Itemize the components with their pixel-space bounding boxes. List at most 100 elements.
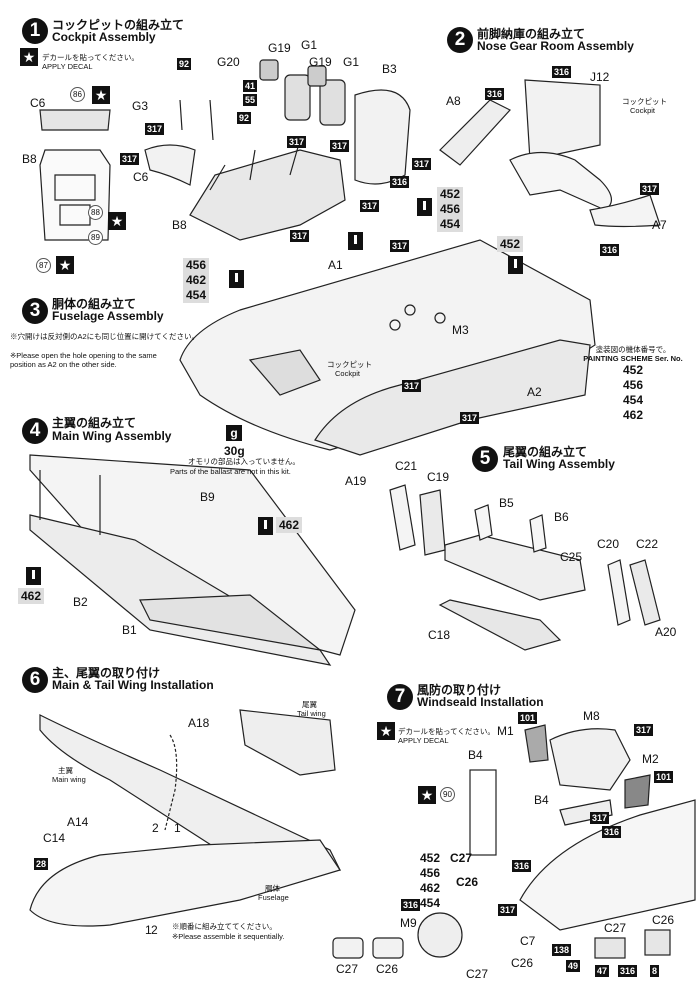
part-c6 xyxy=(144,144,196,186)
ballast-note-en: Parts of the ballast are not in this kit… xyxy=(170,467,291,476)
decal-note-en: APPLY DECAL xyxy=(42,62,93,71)
part-label: C14 xyxy=(43,831,66,845)
scheme-number: 452 xyxy=(420,851,441,865)
decal-star-icon: ★ xyxy=(108,212,126,230)
ballast-note-jp: オモリの部品は入っていません。 xyxy=(188,457,300,466)
fin-c21 xyxy=(389,484,416,551)
ballast-weight: 30g xyxy=(224,444,245,458)
step-title-jp: 前脚納庫の組み立て xyxy=(477,27,586,41)
decal-star-icon: ★ xyxy=(20,48,38,66)
paint-code: 317 xyxy=(360,200,380,212)
part-label: M3 xyxy=(452,323,469,337)
step-title-en: Main Wing Assembly xyxy=(52,429,172,443)
part-a8 xyxy=(439,99,511,166)
part-label: A7 xyxy=(652,218,667,232)
part-label: A8 xyxy=(446,94,461,108)
paint-code: 138 xyxy=(552,944,572,956)
part-label: B4 xyxy=(534,793,549,807)
part-label: B9 xyxy=(200,490,215,504)
decal-note-jp: デカールを貼ってください。 xyxy=(398,727,495,736)
paint-code: 55 xyxy=(243,94,258,106)
part-label: B2 xyxy=(73,595,88,609)
step-number: 6 xyxy=(22,667,48,693)
step-number: 3 xyxy=(22,298,48,324)
paint-code: 101 xyxy=(518,712,538,724)
fin-c20 xyxy=(607,559,631,626)
paint-scheme-label: 462 xyxy=(276,517,303,533)
decal-note-jp: デカールを貼ってください。 xyxy=(42,53,139,62)
brush-icon xyxy=(258,517,273,535)
cockpit-label-jp: コックピット xyxy=(622,97,667,106)
part-label: B6 xyxy=(554,510,569,524)
decal-number: 86 xyxy=(70,87,85,102)
decal-star-icon: ★ xyxy=(377,722,395,740)
part-label: B4 xyxy=(468,748,483,762)
part-label: C6 xyxy=(30,96,46,110)
part-label: A2 xyxy=(527,385,542,399)
part-label: C21 xyxy=(395,459,418,473)
scheme-number: 456 xyxy=(622,378,644,392)
paint-code: 316 xyxy=(401,899,421,911)
step-title-jp: 胴体の組み立て xyxy=(52,297,137,311)
part-label: M8 xyxy=(583,709,600,723)
part-label: C19 xyxy=(427,470,450,484)
paint-code: 316 xyxy=(485,88,505,100)
paint-code: 317 xyxy=(290,230,310,242)
sequence-number: 2 xyxy=(151,923,158,937)
paint-code: 317 xyxy=(498,904,518,916)
main-wing-jp: 主翼 xyxy=(58,766,73,775)
part-label: G19 xyxy=(309,55,332,69)
paint-scheme-label: 462 xyxy=(18,588,45,604)
scheme-number: 462 xyxy=(420,881,441,895)
step-number: 4 xyxy=(22,418,48,444)
decal-number: 90 xyxy=(440,787,455,802)
scheme-title-en: PAINTING SCHEME Ser. No. xyxy=(583,354,683,363)
part-label: M9 xyxy=(400,916,417,930)
fuselage-jp: 胴体 xyxy=(265,884,280,893)
paint-code: 316 xyxy=(390,176,410,188)
cockpit-label-en: Cockpit xyxy=(335,369,361,378)
part-label: C26 xyxy=(456,875,479,889)
paint-code: 92 xyxy=(237,112,252,124)
canopy-m8 xyxy=(549,728,631,791)
part-label: A19 xyxy=(345,474,367,488)
part-label: G3 xyxy=(132,99,149,113)
paint-code: 316 xyxy=(512,860,532,872)
step-number: 5 xyxy=(472,446,498,472)
scheme-number: 452 xyxy=(440,187,461,201)
part-label: C27 xyxy=(450,851,473,865)
paint-code: 317 xyxy=(590,812,610,824)
part-j12 xyxy=(524,79,601,161)
part-label: M1 xyxy=(497,724,514,738)
fuselage-a2 xyxy=(314,339,591,456)
paint-scheme-label: 452 xyxy=(497,236,524,252)
part-b8-top xyxy=(39,149,111,241)
main-wing-en: Main wing xyxy=(52,775,86,784)
paint-code: 317 xyxy=(412,158,432,170)
scheme-number: 456 xyxy=(440,202,461,216)
main-wing-assembled xyxy=(39,714,341,871)
paint-scheme-group: 452 456 454 xyxy=(437,187,464,232)
scheme-number: 452 xyxy=(622,363,644,377)
part-label: C22 xyxy=(636,537,659,551)
scheme-number: 454 xyxy=(622,393,644,407)
paint-code: 101 xyxy=(654,771,674,783)
paint-code: 316 xyxy=(600,244,620,256)
scheme-table: 452 C27 456 462 C26 454 xyxy=(420,851,504,913)
brush-icon xyxy=(26,567,41,585)
scheme-title-jp: 塗装図の機体番号で。 xyxy=(595,345,671,354)
decal-number: 87 xyxy=(36,258,51,273)
part-label: A14 xyxy=(67,815,89,829)
wing-b9 xyxy=(29,454,356,656)
sequence-number: 1 xyxy=(145,923,152,937)
seat-g1 xyxy=(319,79,346,126)
seat-g19 xyxy=(284,74,311,121)
cockpit-floor-b8 xyxy=(189,149,346,241)
brush-icon xyxy=(508,256,523,274)
brush-icon xyxy=(417,198,432,216)
part-label: M2 xyxy=(642,752,659,766)
paint-code: 317 xyxy=(640,183,660,195)
decal-star-icon: ★ xyxy=(56,256,74,274)
part-label: G19 xyxy=(268,41,291,55)
